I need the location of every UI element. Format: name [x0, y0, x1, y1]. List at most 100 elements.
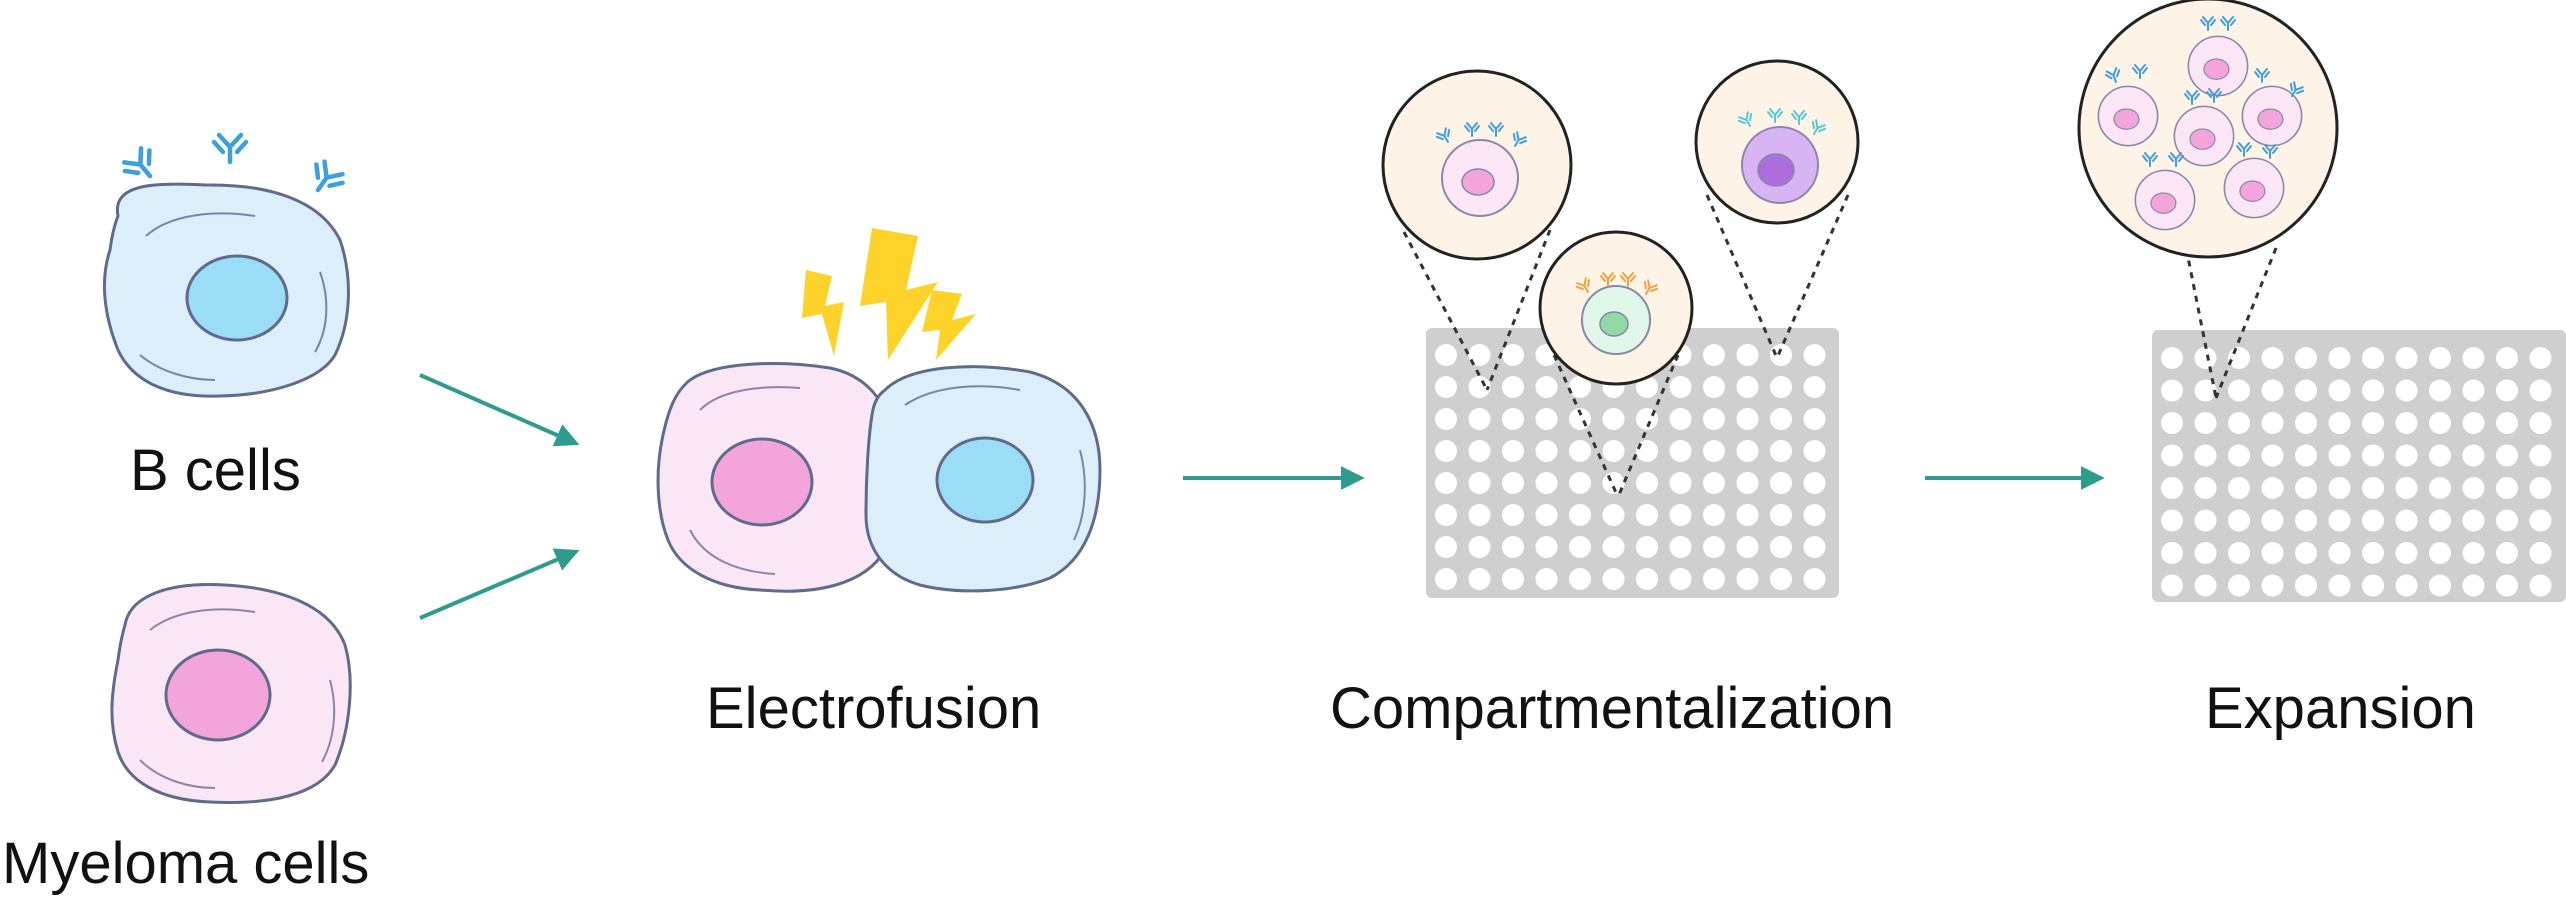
plate-well: [1803, 504, 1826, 526]
plate-well: [2161, 412, 2183, 434]
plate-well: [2462, 509, 2485, 532]
plate-well: [2429, 574, 2451, 597]
plate-well: [1602, 504, 1625, 526]
plate-well: [2429, 542, 2451, 564]
plate-well: [1803, 472, 1826, 494]
plate-well: [2462, 347, 2485, 369]
plate-well: [1770, 472, 1792, 494]
antibody-icon: [120, 145, 162, 186]
plate-well: [2395, 574, 2418, 597]
plate-well: [1435, 568, 1457, 590]
plate-well: [2328, 477, 2351, 499]
zoom-circle-expanded-clones: [2077, 0, 2339, 259]
label-compartmentalization: Compartmentalization: [1330, 676, 1895, 741]
plate-well: [1535, 440, 1558, 462]
plate-well: [1636, 504, 1658, 526]
plate-well: [2429, 412, 2451, 434]
plate-well: [1703, 504, 1725, 526]
antibody-icon: [305, 159, 347, 199]
plate-well: [1435, 440, 1457, 462]
plate-well: [2328, 379, 2351, 402]
plate-well: [1535, 408, 1558, 430]
plate-well: [2228, 347, 2250, 369]
plate-well: [1736, 376, 1759, 398]
plate-well: [1669, 536, 1692, 558]
plate-well: [2261, 574, 2284, 597]
plate-well: [2496, 477, 2518, 499]
plate-well: [1803, 440, 1826, 462]
plate-well: [1770, 376, 1792, 398]
plate-well: [2496, 379, 2518, 402]
plate-well: [1803, 344, 1826, 366]
plate-well: [2194, 477, 2217, 499]
plate-well: [2228, 542, 2250, 564]
plate-well: [1770, 504, 1792, 526]
plate-well: [1703, 568, 1725, 590]
zoom-lines-expansion: [2182, 236, 2278, 399]
plate-well: [1736, 344, 1759, 366]
plate-well: [1535, 568, 1558, 590]
plate-well: [2295, 542, 2317, 564]
plate-well: [2529, 347, 2552, 369]
label-electrofusion: Electrofusion: [706, 676, 1042, 741]
plate-well: [2429, 509, 2451, 532]
well-plate-expansion: [2152, 330, 2566, 602]
plate-well: [2194, 412, 2217, 434]
plate-well: [2462, 477, 2485, 499]
plate-well: [1502, 408, 1524, 430]
label-myeloma-cells: Myeloma cells: [2, 831, 370, 896]
plate-well: [1703, 440, 1725, 462]
plate-well: [1502, 504, 1524, 526]
plate-well: [1502, 536, 1524, 558]
plate-well: [1602, 536, 1625, 558]
plate-well: [1602, 568, 1625, 590]
plate-well: [2194, 574, 2217, 597]
plate-well: [1770, 536, 1792, 558]
plate-well: [1535, 504, 1558, 526]
arrow-b-cells-to-fusion: [419, 373, 580, 447]
plate-well: [2496, 542, 2518, 564]
zoom-circle-purple-hybridoma: [1694, 59, 1860, 225]
plate-well: [2529, 509, 2552, 532]
plate-well: [2496, 347, 2518, 369]
plate-well: [1502, 472, 1524, 494]
zoom-circle-pink-hybridoma: [1381, 69, 1573, 261]
plate-well: [2261, 509, 2284, 532]
plate-well: [2362, 379, 2384, 402]
plate-well: [1703, 472, 1725, 494]
plate-well: [2328, 412, 2351, 434]
plate-well: [1703, 344, 1725, 366]
plate-well: [2161, 379, 2183, 402]
plate-well: [2462, 444, 2485, 467]
plate-well: [2362, 412, 2384, 434]
plate-well: [2261, 412, 2284, 434]
zoom-circle-green-hybridoma: [1538, 230, 1694, 386]
plate-well: [1770, 344, 1792, 366]
plate-well: [2395, 347, 2418, 369]
plate-well: [2529, 477, 2552, 499]
plate-well: [1502, 376, 1524, 398]
plate-well: [2462, 412, 2485, 434]
plate-well: [1602, 408, 1625, 430]
plate-well: [2496, 509, 2518, 532]
plate-well: [2529, 542, 2552, 564]
plate-well: [2161, 477, 2183, 499]
plate-well: [1569, 568, 1591, 590]
well-plate-compartment: [1426, 328, 1839, 598]
plate-well: [1502, 568, 1524, 590]
plate-well: [1770, 440, 1792, 462]
plate-well: [1569, 376, 1591, 398]
plate-well: [1435, 344, 1457, 366]
plate-well: [1435, 536, 1457, 558]
plate-well: [1703, 376, 1725, 398]
plate-well: [2429, 379, 2451, 402]
plate-well: [2194, 347, 2217, 369]
plate-well: [1535, 536, 1558, 558]
plate-well: [2261, 347, 2284, 369]
plate-well: [1468, 408, 1491, 430]
plate-well: [2529, 444, 2552, 467]
plate-well: [2295, 444, 2317, 467]
b-cell: [102, 182, 350, 398]
plate-well: [1736, 536, 1759, 558]
